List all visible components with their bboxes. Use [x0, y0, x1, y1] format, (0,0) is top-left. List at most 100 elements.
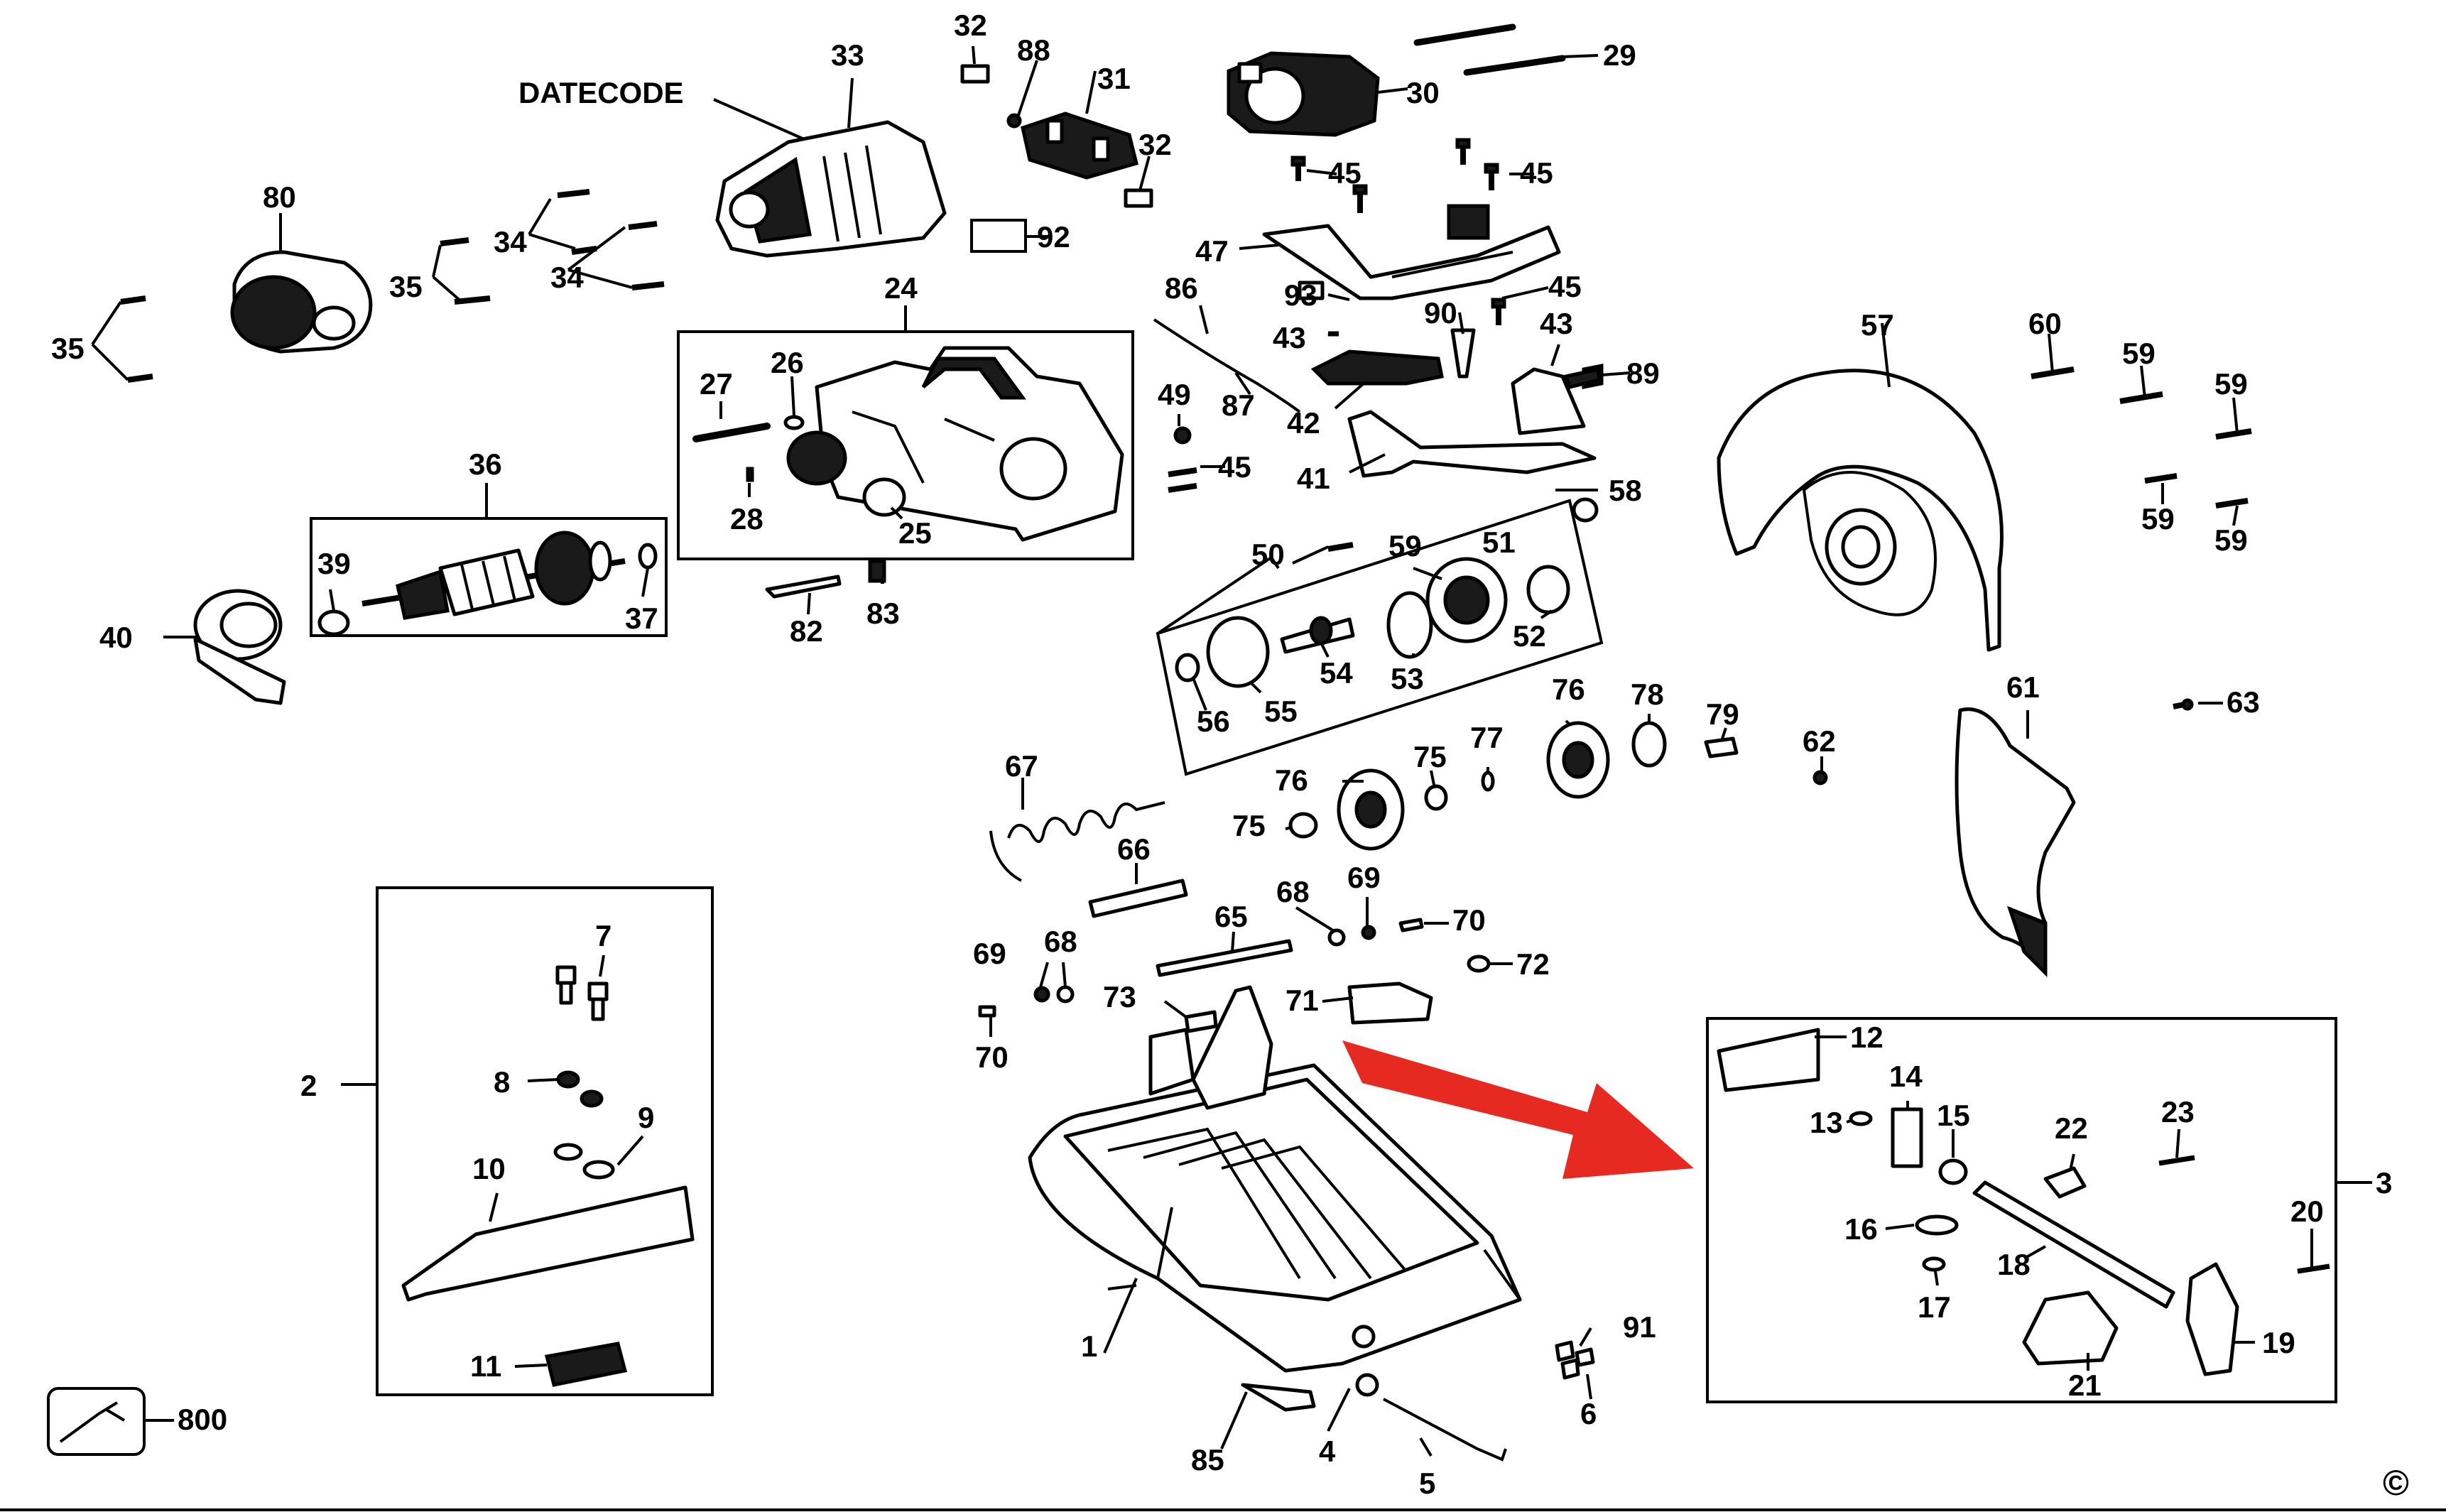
part-800-tool-icon	[59, 1401, 126, 1443]
copyright-symbol: ©	[2383, 1463, 2409, 1503]
callout-62: 62	[1803, 724, 1836, 758]
callout-34-b: 34	[550, 261, 584, 294]
part-70-bolt-b	[978, 1005, 996, 1018]
callout-83: 83	[866, 597, 900, 630]
callout-20: 20	[2290, 1195, 2324, 1228]
callout-36: 36	[469, 447, 502, 481]
part-1-base	[1028, 985, 1522, 1397]
callout-52: 52	[1513, 619, 1546, 653]
part-85-foot	[1241, 1383, 1316, 1412]
callout-70-a: 70	[1452, 903, 1486, 937]
part-69-nut-a	[1361, 925, 1376, 940]
callout-79: 79	[1706, 697, 1739, 731]
callout-7: 7	[595, 919, 612, 952]
callout-59-b: 59	[2122, 337, 2156, 370]
callout-92: 92	[1037, 220, 1070, 254]
part-83-spring	[868, 559, 886, 583]
callout-5: 5	[1419, 1467, 1435, 1500]
part-77-ring	[1481, 771, 1495, 792]
callout-4: 4	[1319, 1435, 1336, 1468]
part-57-blade-guard	[1717, 369, 2004, 652]
part-79-bolt	[1704, 736, 1739, 758]
part-55-bearing	[1206, 616, 1270, 688]
callout-27: 27	[700, 367, 733, 401]
part-5-hex-key	[1383, 1398, 1507, 1462]
part-37-washer	[638, 543, 658, 570]
part-8-nut-b	[580, 1089, 604, 1108]
callout-26: 26	[771, 346, 804, 379]
callout-28: 28	[730, 502, 763, 535]
callout-80: 80	[263, 180, 296, 214]
callout-labels: DATECODE 33 32 88 31 32 92 29 30 45 45 4…	[51, 9, 2409, 1503]
callout-9: 9	[638, 1101, 654, 1134]
part-29-long-screw-a	[1413, 23, 1516, 46]
callout-75-b: 75	[1232, 809, 1266, 842]
part-65-rod	[1156, 939, 1293, 977]
part-47-handle-cover	[1262, 204, 1561, 300]
part-20-pin	[2297, 1263, 2330, 1274]
callout-13: 13	[1810, 1106, 1843, 1139]
part-80-end-cap	[230, 250, 373, 354]
callout-49: 49	[1158, 378, 1191, 411]
callout-86: 86	[1165, 271, 1198, 305]
part-36-armature	[362, 531, 626, 620]
callout-87: 87	[1222, 388, 1255, 422]
callout-3: 3	[2376, 1166, 2392, 1200]
part-42-switch	[1310, 349, 1444, 386]
callout-91: 91	[1623, 1310, 1656, 1344]
part-28-pin	[746, 467, 754, 482]
part-93-switch-lock	[1298, 281, 1325, 300]
part-31-brush-holder	[1021, 112, 1139, 180]
callout-40: 40	[99, 621, 133, 654]
callout-54: 54	[1320, 656, 1353, 690]
callout-93: 93	[1284, 278, 1317, 312]
callout-8: 8	[494, 1065, 510, 1099]
part-45-screws	[1168, 138, 1506, 493]
part-17-ring	[1922, 1256, 1946, 1272]
part-27-bolt	[692, 423, 771, 442]
callout-68-b: 68	[1044, 925, 1077, 958]
part-68-washer-a	[1327, 928, 1346, 947]
part-91-6-screws	[1555, 1340, 1595, 1380]
part-49-nut	[1173, 426, 1192, 445]
part-22-nut	[2043, 1166, 2087, 1199]
callout-31: 31	[1097, 62, 1131, 95]
part-10-fence	[401, 1185, 695, 1302]
part-9-washer-b	[582, 1160, 615, 1180]
callout-76-b: 76	[1275, 763, 1308, 797]
callout-70-b: 70	[975, 1040, 1009, 1074]
callout-50: 50	[1251, 538, 1285, 571]
callout-15: 15	[1937, 1099, 1970, 1132]
callout-78: 78	[1631, 678, 1664, 711]
callout-2: 2	[300, 1069, 317, 1102]
callout-22: 22	[2055, 1111, 2088, 1145]
callout-59-e: 59	[2214, 523, 2248, 557]
part-62-nut	[1812, 770, 1828, 785]
callout-1: 1	[1081, 1329, 1097, 1363]
part-72-nut	[1467, 954, 1491, 973]
part-67-spring	[989, 801, 1165, 882]
part-16-washer	[1915, 1214, 1959, 1236]
callout-47: 47	[1195, 234, 1229, 268]
callout-800: 800	[178, 1403, 227, 1436]
callout-90: 90	[1424, 296, 1457, 330]
part-12-bracket	[1717, 1028, 1820, 1092]
part-9-washer-a	[553, 1143, 583, 1161]
callout-41: 41	[1297, 462, 1330, 495]
part-76-flange-right	[1546, 721, 1610, 799]
part-51-bearing-housing	[1425, 557, 1508, 643]
box-3	[1706, 1017, 2337, 1403]
callout-43-b: 43	[1540, 307, 1573, 340]
callout-73: 73	[1103, 980, 1136, 1013]
callout-85: 85	[1191, 1443, 1224, 1476]
callout-30: 30	[1406, 76, 1440, 109]
part-75-nut-right	[1424, 784, 1448, 811]
callout-32-top: 32	[954, 9, 987, 42]
callout-25: 25	[898, 516, 932, 550]
callout-45-c: 45	[1548, 270, 1582, 303]
datecode-label: DATECODE	[518, 76, 684, 109]
callout-59-c: 59	[2214, 367, 2248, 401]
callout-72: 72	[1516, 947, 1550, 981]
callout-58: 58	[1609, 474, 1642, 507]
